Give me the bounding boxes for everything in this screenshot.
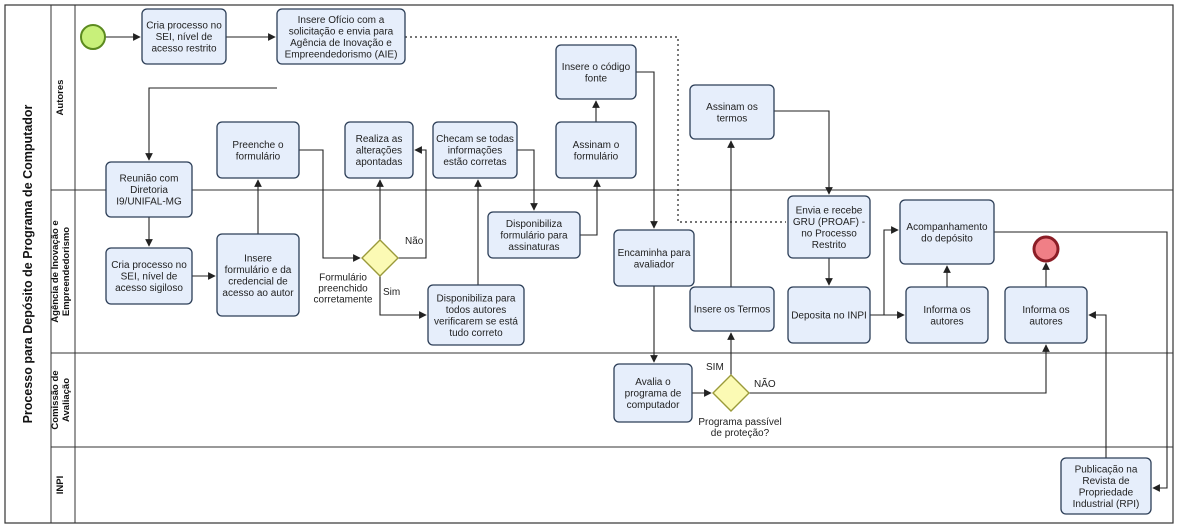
task-box[interactable] (432, 121, 518, 179)
task-label: Insere os Termos (694, 305, 771, 316)
sequence-flow-arrow (749, 344, 1050, 394)
gateway-yes-label: Sim (383, 287, 400, 298)
gateway-diamond[interactable] (712, 374, 750, 412)
task-box[interactable] (689, 84, 775, 140)
sequence-flow-arrow (517, 149, 538, 211)
pool-title: Processo para Depósito de Programa de Co… (21, 104, 35, 423)
lane-label: INPI (55, 476, 66, 494)
task-box[interactable] (487, 211, 581, 259)
gateway-no-label: NÃO (754, 377, 776, 390)
task-box[interactable] (905, 286, 989, 344)
task-box[interactable] (689, 286, 775, 332)
sequence-flow-arrow (1088, 311, 1107, 458)
task-box[interactable] (427, 284, 525, 346)
task-box[interactable] (787, 286, 871, 344)
gateway-diamond[interactable] (361, 239, 399, 277)
task-box[interactable] (555, 44, 637, 100)
sequence-flow-arrow (145, 87, 277, 161)
message-flow-dotted (405, 36, 786, 223)
task-box[interactable] (216, 121, 300, 179)
task-box[interactable] (555, 121, 637, 179)
sequence-flow-arrow (774, 110, 833, 195)
sequence-flow-arrow (299, 149, 361, 262)
lane-label: Comissão deAvaliação (50, 370, 72, 429)
task-box[interactable] (105, 247, 193, 305)
sequence-flow-arrow (636, 71, 658, 229)
sequence-flow-arrow (870, 226, 899, 316)
task-box[interactable] (344, 121, 414, 179)
gateway-yes-label: SIM (706, 362, 724, 373)
end-event-icon[interactable] (1032, 235, 1060, 263)
task-label: Deposita no INPI (791, 311, 867, 322)
pool-border (4, 4, 1174, 524)
task-box[interactable] (1004, 286, 1088, 344)
task-box[interactable] (787, 195, 871, 259)
task-box[interactable] (105, 161, 193, 218)
task-box[interactable] (899, 199, 995, 265)
sequence-flow-arrow (379, 276, 427, 319)
lane-label: Agência de Inovação eEmpreendedorismo (50, 220, 72, 322)
task-box[interactable] (613, 363, 693, 423)
sequence-flow-arrow (580, 179, 601, 236)
task-box[interactable] (1060, 457, 1152, 515)
task-box[interactable] (216, 233, 300, 317)
sequence-flow-arrow (994, 231, 1168, 492)
task-box[interactable] (276, 8, 406, 65)
sequence-flow-arrow (398, 146, 427, 259)
lane-label: Autores (55, 80, 66, 116)
task-box[interactable] (141, 8, 227, 65)
start-event-icon[interactable] (80, 24, 106, 50)
task-box[interactable] (613, 229, 695, 287)
gateway-no-label: Não (405, 236, 424, 247)
